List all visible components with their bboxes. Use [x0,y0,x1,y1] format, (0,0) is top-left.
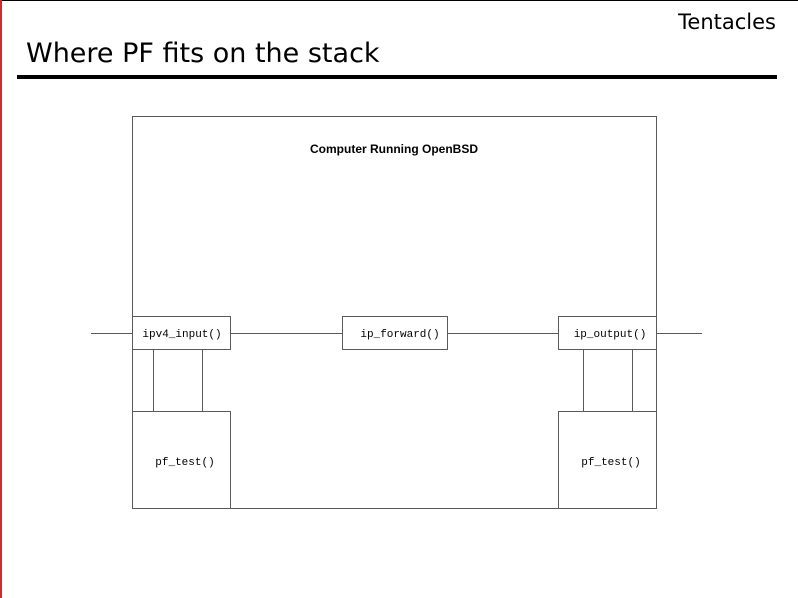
ip-output-label: ip_output() [574,329,647,341]
ip-forward-label: ip_forward() [360,329,439,341]
computer-caption: Computer Running OpenBSD [310,142,478,156]
section-label: Tentacles [678,10,776,34]
ipv4-input-label: ipv4_input() [142,329,221,341]
left-accent-border [0,0,2,598]
pf-test-right-label: pf_test() [581,457,640,469]
ipv4-input-box [132,316,231,350]
pf-test-left-label: pf_test() [155,457,214,469]
top-border [0,0,798,1]
title-rule [17,75,777,79]
computer-box [132,116,657,509]
pf-test-right-box [558,411,657,509]
ip-forward-box [342,316,448,350]
pf-test-left-box [132,411,231,509]
ip-output-box [558,316,657,350]
slide-title: Where PF fits on the stack [26,38,380,69]
